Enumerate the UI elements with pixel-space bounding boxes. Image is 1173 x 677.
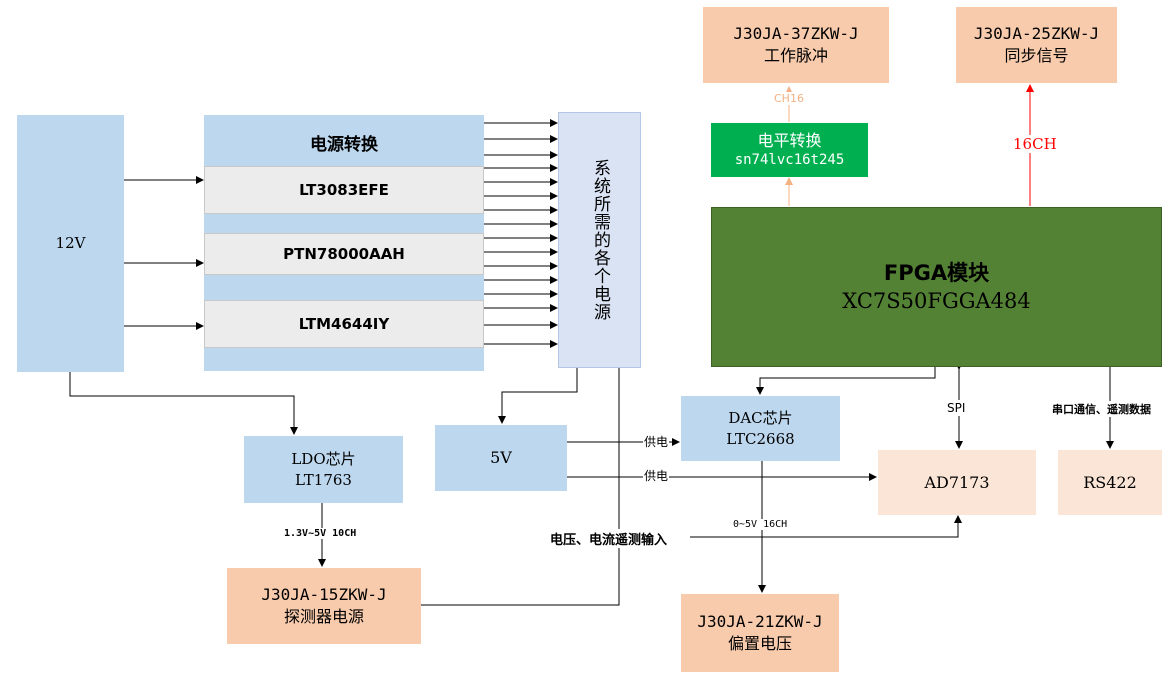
fpga-module-block: FPGA模块 XC7S50FGGA484: [711, 207, 1162, 367]
regulator-lt3083: LT3083EFE: [204, 166, 484, 214]
ldo-range-label: 1.3V~5V 10CH: [283, 528, 358, 539]
dac-chip-block: DAC芯片 LTC2668: [681, 396, 840, 461]
system-power-label: 系统所需的各个电源: [589, 159, 610, 321]
connector-j37-block: J30JA-37ZKW-J 工作脉冲: [703, 7, 889, 83]
j15-name: J30JA-15ZKW-J: [261, 585, 387, 605]
supply-label-adc: 供电: [643, 467, 670, 484]
telemetry-input-label: 电压、电流遥测输入: [549, 529, 669, 548]
j25-name: J30JA-25ZKW-J: [973, 24, 1100, 44]
fpga-title: FPGA模块: [883, 260, 990, 285]
power-input-label: 12V: [55, 234, 86, 253]
ch16-red-label: 16CH: [1011, 135, 1059, 153]
ldo-chip-block: LDO芯片 LT1763: [244, 436, 403, 503]
adc-ad7173-block: AD7173: [878, 450, 1036, 515]
ldo-part: LT1763: [295, 470, 352, 489]
dac-range-label: 0~5V 16CH: [732, 519, 789, 530]
j21-desc: 偏置电压: [727, 634, 792, 653]
j37-desc: 工作脉冲: [763, 46, 828, 65]
connector-j25-block: J30JA-25ZKW-J 同步信号: [956, 7, 1117, 83]
ldo-title: LDO芯片: [291, 450, 356, 469]
level-title: 电平转换: [757, 130, 822, 150]
spi-label: SPI: [946, 400, 967, 416]
regulator-ltm4644: LTM4644IY: [204, 300, 484, 348]
supply-label-dac: 供电: [643, 433, 670, 450]
connector-j21-block: J30JA-21ZKW-J 偏置电压: [681, 594, 839, 672]
power-5v-label: 5V: [490, 448, 512, 468]
ch16-label: CH16: [773, 92, 805, 105]
power-conversion-title: 电源转换: [310, 134, 378, 155]
rs422-label: RS422: [1083, 472, 1137, 492]
j37-name: J30JA-37ZKW-J: [733, 24, 859, 44]
serial-telemetry-label: 串口通信、遥测数据: [1051, 401, 1152, 417]
adc-label: AD7173: [924, 472, 990, 492]
dac-part: LTC2668: [726, 429, 795, 448]
regulator-ptn78000: PTN78000AAH: [204, 233, 484, 275]
j25-desc: 同步信号: [1004, 46, 1069, 65]
system-power-rails-block: 系统所需的各个电源: [558, 112, 641, 368]
power-input-12v-block: 12V: [17, 115, 124, 372]
level-shifter-block: 电平转换 sn74lvc16t245: [711, 123, 868, 177]
power-5v-block: 5V: [435, 425, 567, 491]
fpga-part: XC7S50FGGA484: [842, 289, 1031, 313]
level-part: sn74lvc16t245: [734, 152, 845, 169]
j15-desc: 探测器电源: [283, 607, 364, 626]
connector-j15-block: J30JA-15ZKW-J 探测器电源: [227, 568, 421, 644]
dac-title: DAC芯片: [728, 409, 793, 428]
j21-name: J30JA-21ZKW-J: [697, 612, 823, 632]
rs422-block: RS422: [1058, 450, 1162, 515]
